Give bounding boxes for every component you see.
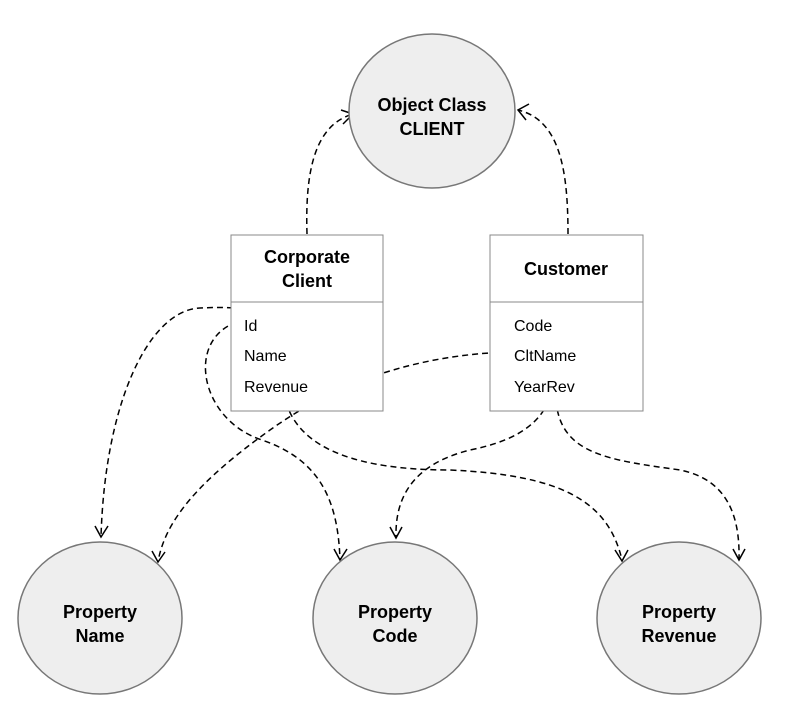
arrowhead-property-revenue-right — [732, 548, 746, 562]
connector-corporate-client-to-object-class — [306, 113, 354, 235]
property-revenue-node: Property Revenue — [596, 541, 762, 695]
object-class-label-line2: CLIENT — [400, 119, 465, 139]
property-revenue-label-line2: Revenue — [641, 626, 716, 646]
arrowhead-property-code-right — [389, 526, 403, 540]
connector-cltname-to-property-name — [157, 351, 509, 563]
connector-revenue-to-property-revenue — [285, 401, 623, 561]
property-name-node: Property Name — [17, 541, 183, 695]
corporate-client-attr-name: Name — [244, 348, 287, 365]
connector-name-to-property-name — [100, 306, 289, 538]
customer-class: Customer Code CltName YearRev — [489, 234, 644, 412]
connector-id-to-property-code — [204, 321, 341, 561]
corporate-client-title-line1: Corporate — [264, 247, 350, 267]
property-code-label-line2: Code — [373, 626, 418, 646]
property-code-label-line1: Property — [358, 602, 432, 622]
connectors — [100, 109, 740, 563]
corporate-client-attr-revenue: Revenue — [244, 379, 308, 396]
corporate-client-title-line2: Client — [282, 271, 332, 291]
corporate-client-class: Corporate Client Id Name Revenue — [230, 234, 384, 412]
property-revenue-label-line1: Property — [642, 602, 716, 622]
arrowhead-object-class-right — [516, 103, 530, 121]
customer-attr-cltname: CltName — [514, 348, 576, 365]
property-name-label-line1: Property — [63, 602, 137, 622]
arrowhead-property-name-right — [151, 550, 166, 564]
customer-title: Customer — [524, 259, 608, 279]
arrowhead-property-code-left — [333, 548, 348, 562]
connector-customer-to-object-class — [517, 109, 569, 235]
property-code-node: Property Code — [312, 541, 478, 695]
arrowhead-property-name-left — [94, 525, 109, 539]
property-name-label-line2: Name — [75, 626, 124, 646]
connector-yearrev-to-property-revenue — [555, 399, 740, 561]
corporate-client-attr-id: Id — [244, 318, 257, 335]
object-class-node: Object Class CLIENT — [348, 33, 516, 189]
customer-attr-code: Code — [514, 318, 552, 335]
object-class-label-line1: Object Class — [377, 95, 486, 115]
arrowhead-property-revenue-left — [614, 549, 629, 563]
customer-attr-yearrev: YearRev — [514, 379, 575, 396]
